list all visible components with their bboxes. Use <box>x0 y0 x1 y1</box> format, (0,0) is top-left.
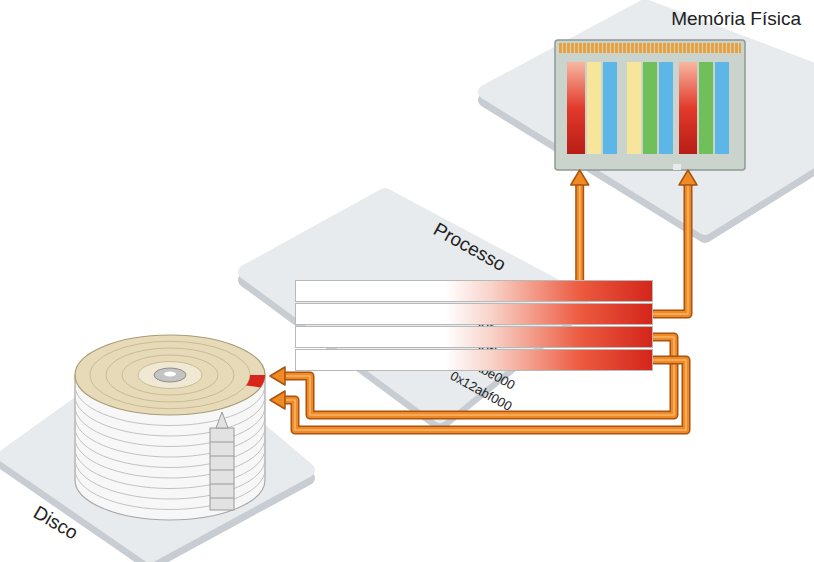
read-head-stack <box>210 412 234 510</box>
ram-contacts <box>559 43 741 53</box>
memory-label: Memória Física <box>671 8 801 30</box>
arrow-highlight <box>282 337 674 415</box>
disk-sector <box>246 375 265 387</box>
memory-module: Memória Física <box>555 40 745 170</box>
ram-chip <box>627 62 641 154</box>
page-address-row: 0x12abc000 <box>295 280 653 302</box>
track <box>138 362 202 389</box>
arrowhead <box>679 170 697 185</box>
disk-drive-drawing <box>75 335 265 520</box>
arrow-body <box>653 182 688 314</box>
platform-top <box>5 345 308 556</box>
arrow-outline <box>580 182 653 291</box>
ram-module <box>555 40 745 170</box>
ram-chip <box>643 62 657 154</box>
ram-chip <box>603 62 617 154</box>
page-address-row: 0x12abe000 <box>295 326 653 348</box>
arrow-body <box>580 182 653 291</box>
page-address-row: 0x12abf000 <box>295 349 653 371</box>
platform-top <box>485 6 814 228</box>
arrow-highlight <box>653 182 688 314</box>
spindle <box>154 368 186 382</box>
arrow-body <box>282 337 674 415</box>
ram-notch <box>673 164 681 170</box>
disk-drive: Disco <box>70 320 270 520</box>
page-address-row: 0x12abd000 <box>295 303 653 325</box>
disk-label: Disco <box>30 501 82 544</box>
platter-top <box>75 335 265 415</box>
page-mapping-arrow <box>653 170 697 314</box>
arrow-outline <box>282 337 674 415</box>
arrowhead <box>571 170 589 185</box>
arrowhead <box>270 391 285 409</box>
ram-chip <box>679 62 697 154</box>
ram-board <box>555 40 745 170</box>
arrow-highlight <box>580 182 653 291</box>
ram-chip <box>715 62 729 154</box>
arrow-outline <box>653 182 688 314</box>
ram-chip <box>699 62 713 154</box>
ram-chip <box>567 62 585 154</box>
ram-chip <box>659 62 673 154</box>
spindle-hole <box>164 371 176 376</box>
process-panel: Processo0x12abc0000x12abd0000x12abe0000x… <box>285 205 560 380</box>
ram-chip <box>587 62 601 154</box>
arrowhead <box>270 367 285 385</box>
process-label: Processo <box>430 218 510 276</box>
track <box>106 348 234 402</box>
platform <box>5 6 814 562</box>
track <box>122 355 218 395</box>
track <box>90 341 250 408</box>
page-mapping-arrow <box>571 170 653 291</box>
